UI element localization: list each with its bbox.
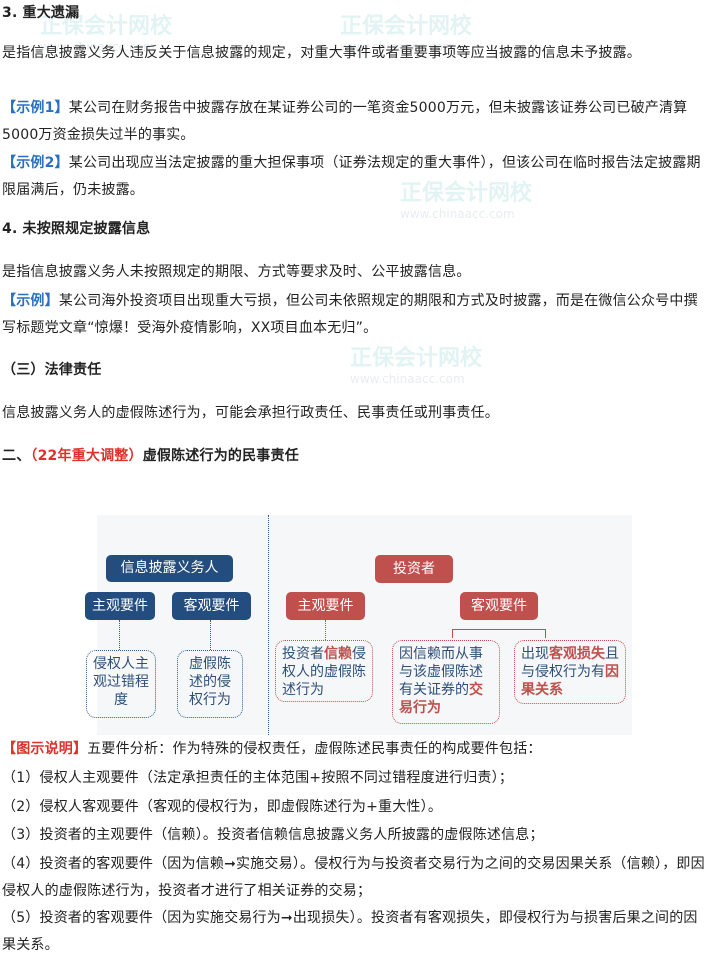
legal-liability-text: 信息披露义务人的虚假陈述行为，可能会承担行政责任、民事责任或刑事责任。 <box>2 405 499 421</box>
explanation-intro: 【图示说明】五要件分析：作为特殊的侵权责任，虚假陈述民事责任的构成要件包括： <box>2 741 542 757</box>
section-3-text: 是指信息披露义务人违反关于信息披露的规定，对重大事件或者重要事项等应当披露的信息… <box>2 45 641 61</box>
example-text: 某公司出现应当法定披露的重大担保事项（证券法规定的重大事件），但该公司在临时报告… <box>2 155 701 198</box>
example-2: 【示例2】某公司出现应当法定披露的重大担保事项（证券法规定的重大事件），但该公司… <box>2 150 710 204</box>
investor-subjective-box: 主观要件 <box>286 592 365 620</box>
investor-reliance-box: 投资者信赖侵权人的虚假陈述行为 <box>275 640 373 702</box>
bracket <box>452 629 546 638</box>
example-text: 某公司在财务报告中披露存放在某证券公司的一笔资金5000万元，但未披露该证券公司… <box>2 100 688 143</box>
legal-liability-title: （三）法律责任 <box>2 362 102 378</box>
section-4-title: 4. 未按照规定披露信息 <box>2 221 151 237</box>
investor-loss-box: 出现客观损失且与侵权行为有因果关系 <box>514 640 626 704</box>
divider <box>268 515 269 735</box>
example-3: 【示例】某公司海外投资项目出现重大亏损，但公司未依照规定的期限和方式及时披露，而… <box>2 288 710 342</box>
arrow <box>210 620 211 650</box>
example-tag: 【示例】 <box>2 293 59 309</box>
section-4-text: 是指信息披露义务人未按照规定的期限、方式等要求及时、公平披露信息。 <box>2 264 471 280</box>
adjustment-tag: （22年重大调整） <box>30 448 143 464</box>
explanation-item: （5）投资者的客观要件（因为实施交易行为➞出现损失）。投资者有客观损失，即侵权行… <box>2 910 698 953</box>
discloser-box: 信息披露义务人 <box>106 555 233 582</box>
discloser-subjective-detail: 侵权人主观过错程度 <box>86 650 156 718</box>
civil-liability-title: 二、（22年重大调整）虚假陈述行为的民事责任 <box>2 443 710 470</box>
investor-objective-box: 客观要件 <box>460 592 538 620</box>
investor-transaction-box: 因信赖而从事与该虚假陈述有关证券的交易行为 <box>392 640 500 724</box>
example-1: 【示例1】某公司在财务报告中披露存放在某证券公司的一笔资金5000万元，但未披露… <box>2 95 710 149</box>
title-prefix: 二、 <box>2 448 31 464</box>
explanation-item: （1）侵权人主观要件（法定承担责任的主体范围+按照不同过错程度进行归责）； <box>2 770 514 786</box>
discloser-subjective-box: 主观要件 <box>85 592 155 620</box>
arrow <box>325 620 326 640</box>
title-text: 虚假陈述行为的民事责任 <box>142 448 299 464</box>
example-text: 某公司海外投资项目出现重大亏损，但公司未依照规定的期限和方式及时披露，而是在微信… <box>2 293 698 336</box>
explanation-item: （3）投资者的主观要件（信赖）。投资者信赖信息披露义务人所披露的虚假陈述信息； <box>2 827 544 843</box>
example-tag: 【示例2】 <box>2 155 69 171</box>
explanation-tag: 【图示说明】 <box>2 741 88 757</box>
discloser-objective-detail: 虚假陈述的侵权行为 <box>177 650 243 718</box>
section-3-title: 3. 重大遗漏 <box>2 5 80 21</box>
liability-diagram: 信息披露义务人 主观要件 客观要件 侵权人主观过错程度 虚假陈述的侵权行为 投资… <box>85 515 632 735</box>
explanation-item: （4）投资者的客观要件（因为信赖➞实施交易）。侵权行为与投资者交易行为之间的交易… <box>2 856 705 899</box>
arrow <box>119 620 120 650</box>
example-tag: 【示例1】 <box>2 100 69 116</box>
discloser-objective-box: 客观要件 <box>172 592 251 620</box>
investor-box: 投资者 <box>375 555 453 583</box>
explanation-item: （2）侵权人客观要件（客观的侵权行为，即虚假陈述行为+重大性）。 <box>2 799 443 815</box>
